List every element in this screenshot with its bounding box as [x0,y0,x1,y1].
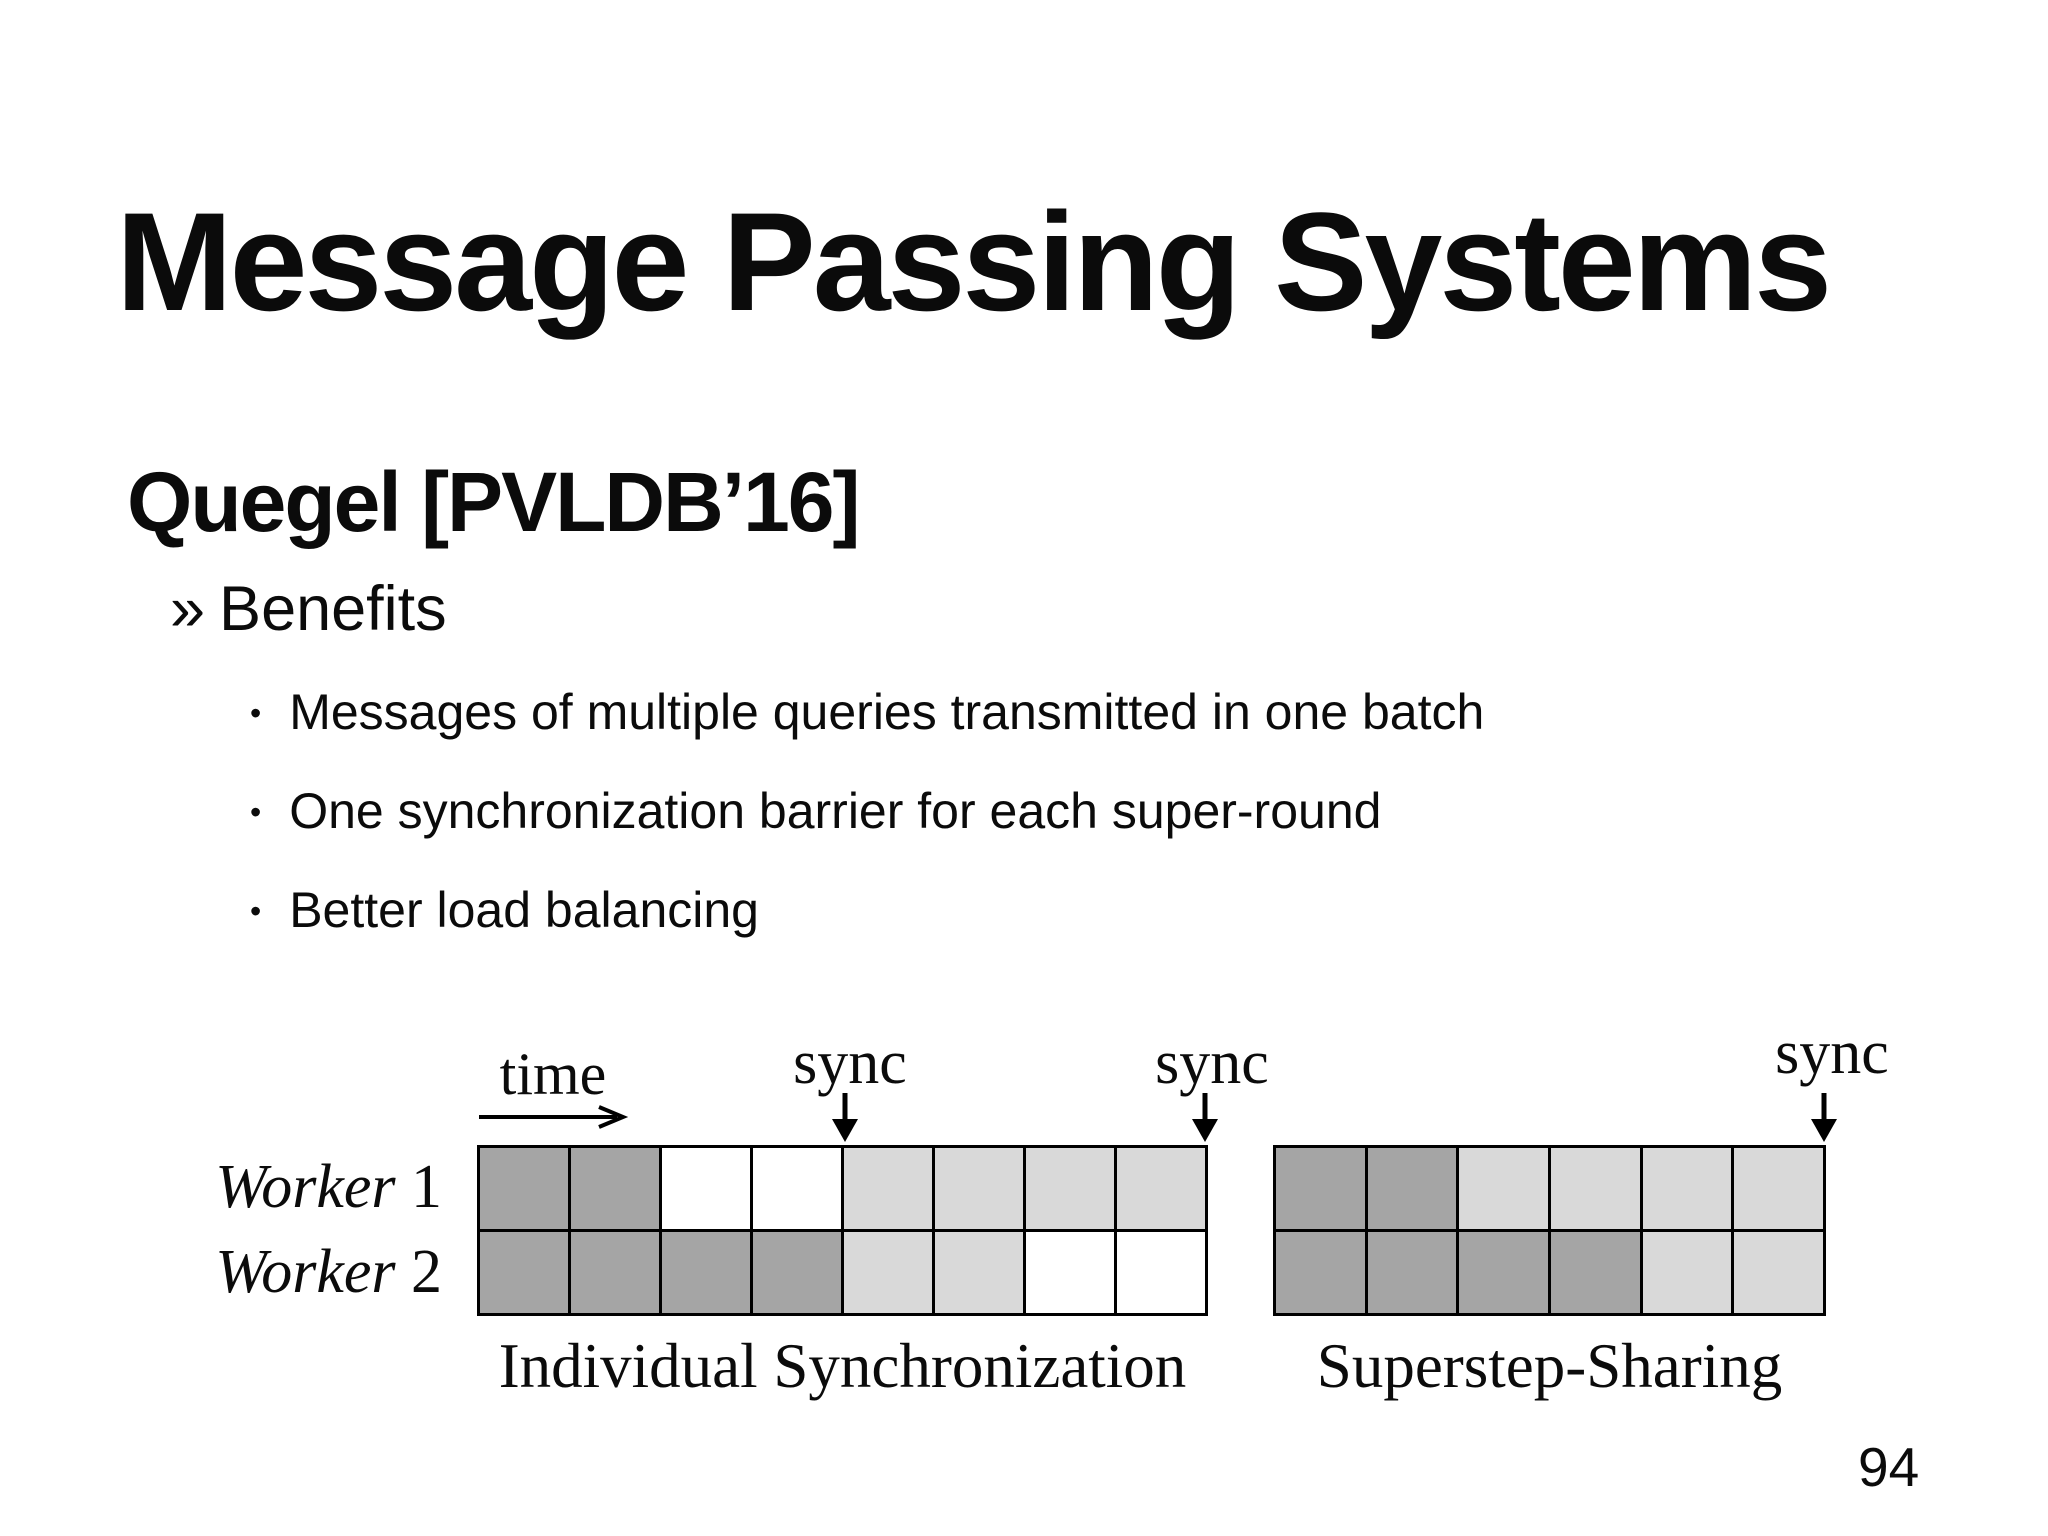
timeline-cell-r1-c4-white [753,1148,841,1229]
slide-title: Message Passing Systems [116,183,1832,340]
timeline-cell-r2-c6-light [935,1232,1023,1313]
timeline-cell-r1-c6-light [935,1148,1023,1229]
bullet-dot-icon: • [250,793,262,830]
sync-down-arrow-icon [832,1093,858,1142]
superstep-sharing-caption: Superstep-Sharing [1316,1331,1783,1401]
sync-label: sync [1155,1029,1269,1097]
sync-label: sync [1775,1019,1889,1087]
bullet-dot-icon: • [250,892,262,929]
timeline-cell-r2-c3-dark [1459,1232,1548,1313]
timeline-cell-r2-c1-dark [1276,1232,1365,1313]
sync-down-arrow-icon [1192,1093,1218,1142]
bullet-dot-icon: • [250,694,262,731]
timeline-cell-r2-c2-dark [1367,1232,1457,1313]
timeline-cell-r2-c4-dark [1550,1232,1640,1313]
benefits-label: Benefits [219,574,447,644]
individual-sync-caption: Individual Synchronization [498,1331,1187,1401]
sync-label: sync [793,1029,907,1097]
timeline-cell-r2-c5-light [1642,1232,1732,1313]
bullet-item: • Better load balancing [250,882,759,940]
timeline-cell-r1-c7-light [1026,1148,1114,1229]
timeline-cell-r1-c1-dark [480,1148,568,1229]
worker-2-label: Worker 2 [215,1241,442,1303]
worker-1-label: Worker 1 [215,1156,442,1218]
timeline-cell-r2-c8-white [1117,1232,1205,1313]
bullet-text: One synchronization barrier for each sup… [289,783,1382,839]
timeline-cell-r1-c3-light [1459,1148,1548,1229]
sync-down-arrow-icon [1811,1093,1837,1142]
timeline-cell-r2-c1-dark [480,1232,568,1313]
worker-word: Worker [215,1238,396,1306]
worker-number: 1 [411,1153,442,1221]
timeline-cell-r1-c8-light [1117,1148,1205,1229]
guillemet-bullet-icon: » [170,574,206,644]
timeline-cell-r1-c1-dark [1276,1148,1365,1229]
bullet-item: • Messages of multiple queries transmitt… [250,684,1484,742]
timeline-cell-r1-c6-light [1734,1148,1823,1229]
timeline-cell-r1-c4-light [1550,1148,1640,1229]
bullet-item: • One synchronization barrier for each s… [250,783,1381,841]
timeline-cell-r1-c2-dark [571,1148,659,1229]
superstep-sharing-grid [1273,1145,1826,1316]
timeline-cell-r2-c2-dark [571,1232,659,1313]
timeline-cell-r1-c2-dark [1367,1148,1457,1229]
timeline-cell-r1-c3-white [662,1148,750,1229]
time-axis-label: time [499,1041,607,1107]
page-number: 94 [1858,1436,1920,1498]
timeline-cell-r2-c5-light [844,1232,932,1313]
slide-subtitle: Quegel [PVLDB’16] [127,455,860,549]
timeline-cell-r2-c3-dark [662,1232,750,1313]
timeline-cell-r2-c7-white [1026,1232,1114,1313]
timeline-cell-r1-c5-light [844,1148,932,1229]
worker-number: 2 [411,1238,442,1306]
individual-sync-grid [477,1145,1208,1316]
timeline-cell-r2-c6-light [1734,1232,1823,1313]
timeline-cell-r2-c4-dark [753,1232,841,1313]
time-arrow-icon [479,1105,629,1129]
worker-word: Worker [215,1153,396,1221]
timeline-cell-r1-c5-light [1642,1148,1732,1229]
benefits-heading: » Benefits [170,578,447,641]
bullet-text: Messages of multiple queries transmitted… [289,684,1485,740]
bullet-text: Better load balancing [289,882,759,938]
